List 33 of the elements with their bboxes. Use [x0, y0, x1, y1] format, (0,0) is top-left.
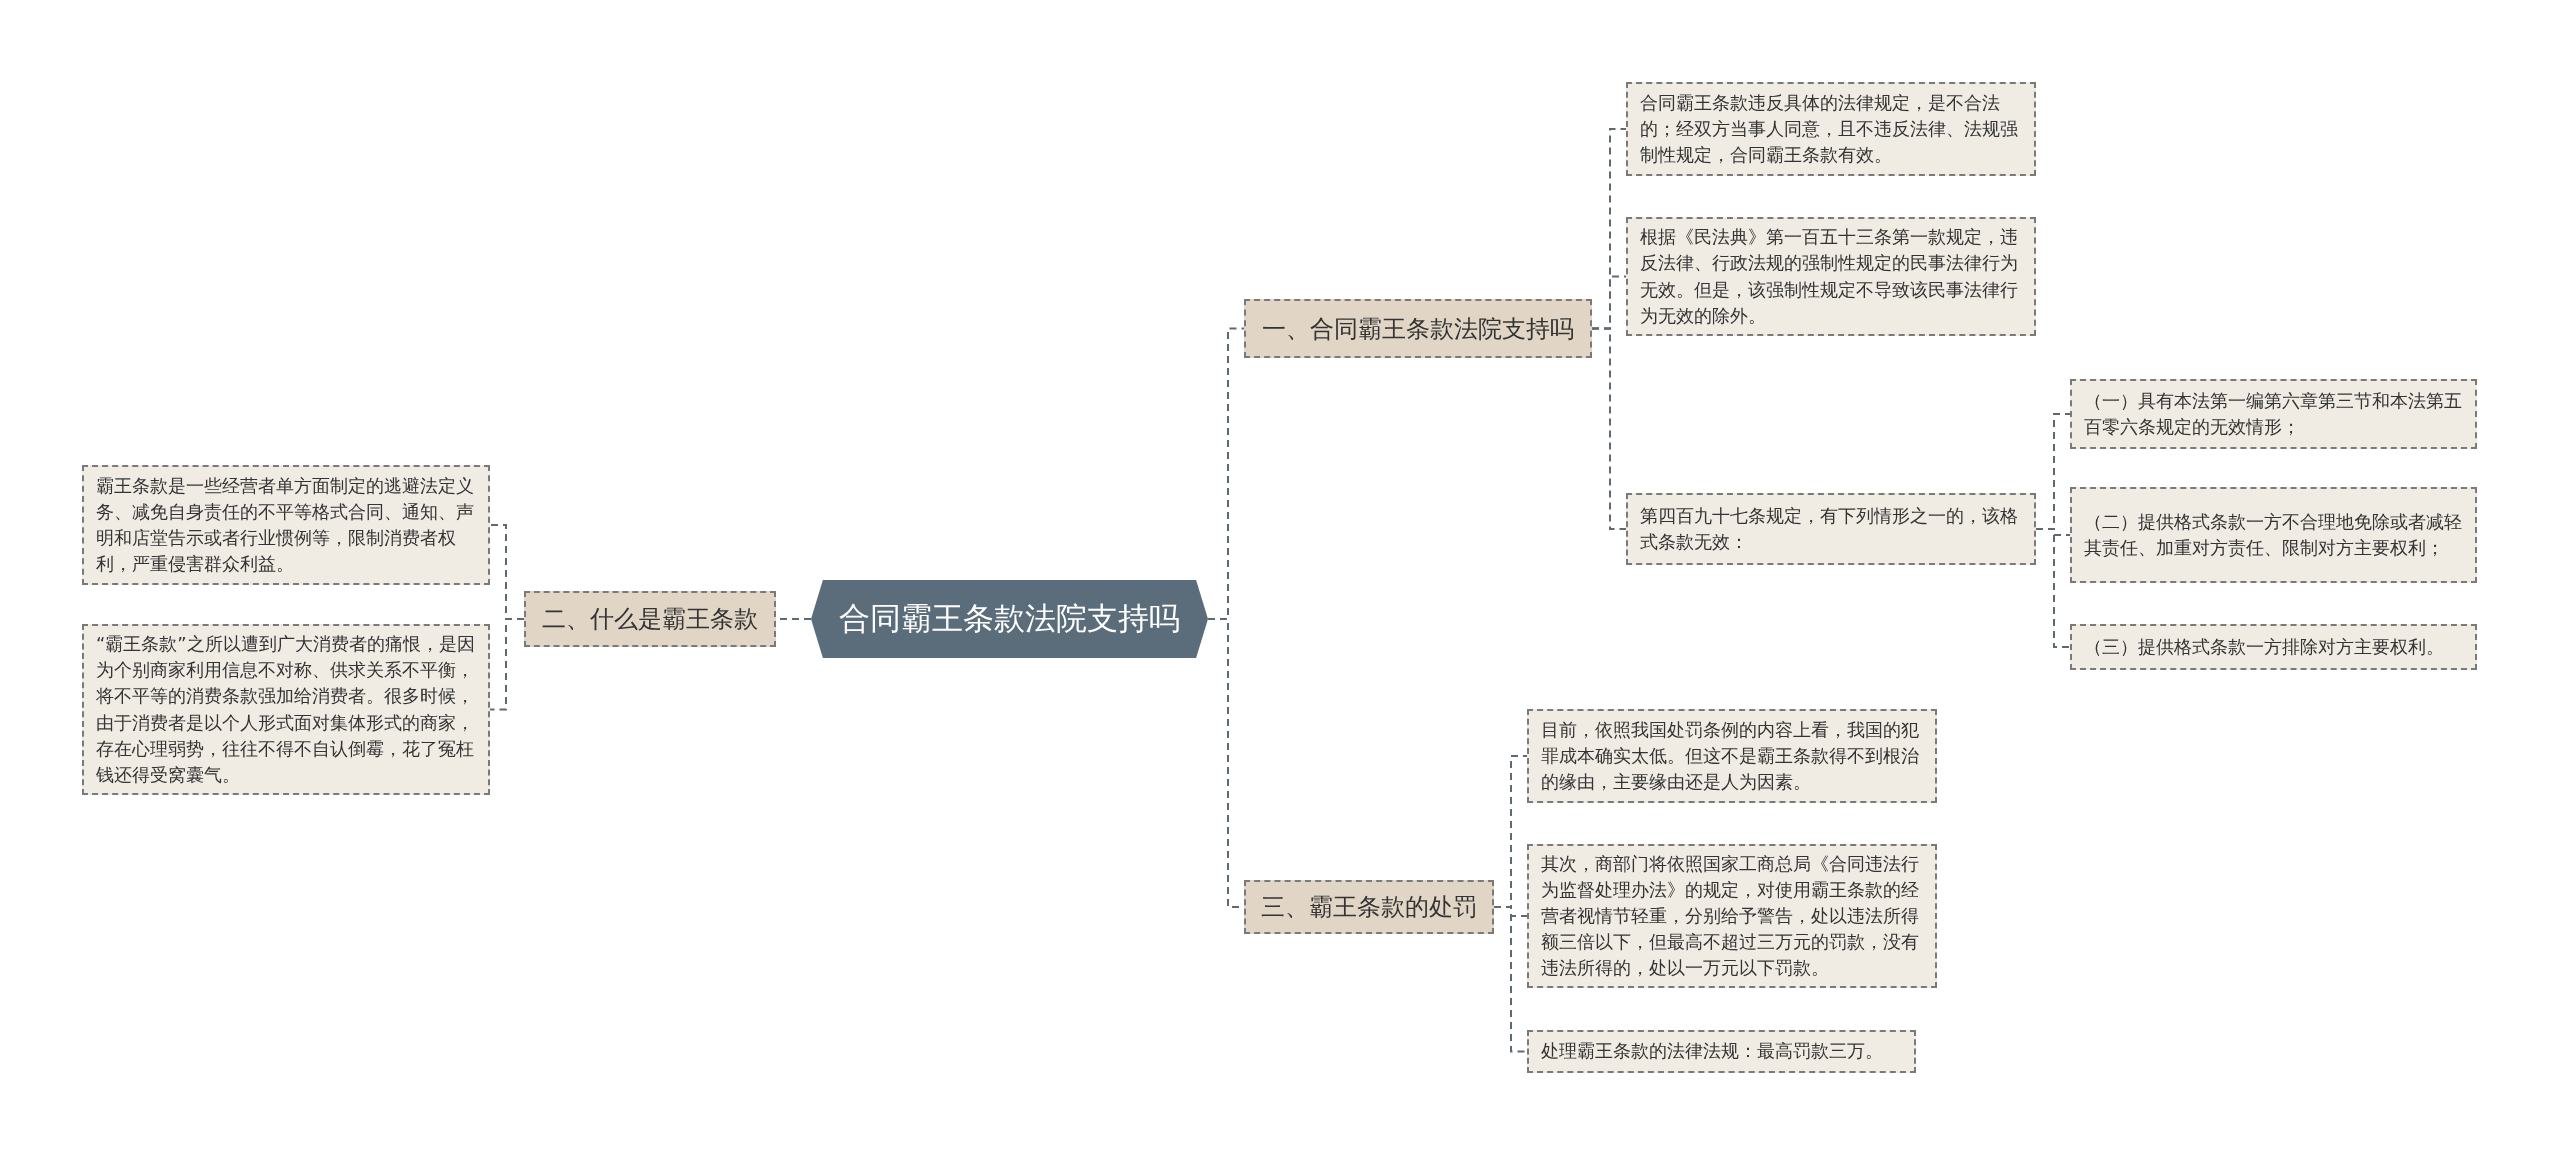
note-text: 处理霸王条款的法律法规：最高罚款三万。: [1541, 1039, 1883, 1064]
note-card: [1527, 709, 1937, 803]
note-card: [1626, 82, 2036, 176]
subtopic-card: [1244, 880, 1494, 934]
subtopic-text: 二、什么是霸王条款: [542, 604, 758, 635]
note-card: [2070, 624, 2477, 670]
note-text: 第四百九十七条规定，有下列情形之一的，该格式条款无效：: [1640, 503, 2019, 554]
note-text: 目前，依照我国处罚条例的内容上看，我国的犯罪成本确实太低。但这不是霸王条款得不到根治的缘由，主要缘由还是人为因素。: [1541, 717, 1920, 795]
note-card: [1527, 1030, 1916, 1073]
subtopic-text: 三、霸王条款的处罚: [1261, 892, 1477, 923]
note-text: 霸王条款是一些经营者单方面制定的逃避法定义务、减免自身责任的不平等格式合同、通知、声明和店堂告示或者行业惯例等，限制消费者权利，严重侵害群众利益。: [96, 473, 475, 577]
note-text: 其次，商部门将依照国家工商总局《合同违法行为监督处理办法》的规定，对使用霸王条款的经营者视情节轻重，分别给予警告，处以违法所得额三倍以下，但最高不超过三万元的罚款，没有违法所得的，处以一万元以下罚款。: [1541, 851, 1920, 981]
connector-line: [489, 618, 525, 711]
note-text: （二）提供格式条款一方不合理地免除或者减轻其责任、加重对方责任、限制对方主要权利；: [2084, 509, 2463, 560]
note-card: [1626, 493, 2036, 565]
note-text: 根据《民法典》第一百五十三条第一款规定，违反法律、行政法规的强制性规定的民事法律行为无效。但是，该强制性规定不导致该民事法律行为无效的除外。: [1640, 225, 2019, 328]
note-card: [2070, 487, 2477, 583]
note-card: [1626, 217, 2036, 336]
note-text: 合同霸王条款违反具体的法律规定，是不合法的；经双方当事人同意，且不违反法律、法规强制性规定，合同霸王条款有效。: [1640, 90, 2019, 168]
topic-text: 合同霸王条款法院支持吗: [839, 599, 1180, 638]
note-text: （三）提供格式条款一方排除对方主要权利。: [2084, 634, 2444, 659]
note-card: [82, 465, 490, 585]
note-text: “霸王条款”之所以遭到广大消费者的痛恨，是因为个别商家利用信息不对称、供求关系不平衡，将不平等的消费条款强加给消费者。很多时候，由于消费者是以个人形式面对集体形式的商家，存在心理弱势，往往不得不自认倒霉，花了冤枉钱还得受窝囊气。: [96, 632, 476, 787]
note-card: [2070, 379, 2477, 449]
connector-line: [2035, 528, 2071, 648]
note-card: [82, 624, 490, 795]
subtopic-text: 一、合同霸王条款法院支持吗: [1262, 313, 1574, 345]
connector-line: [1493, 906, 1528, 1053]
subtopic-card: [524, 591, 776, 647]
subtopic-card: [1244, 299, 1592, 358]
note-card: [1527, 844, 1937, 988]
note-text: （一）具有本法第一编第六章第三节和本法第五百零六条规定的无效情形；: [2084, 388, 2463, 439]
connector-line: [1591, 327, 1627, 530]
